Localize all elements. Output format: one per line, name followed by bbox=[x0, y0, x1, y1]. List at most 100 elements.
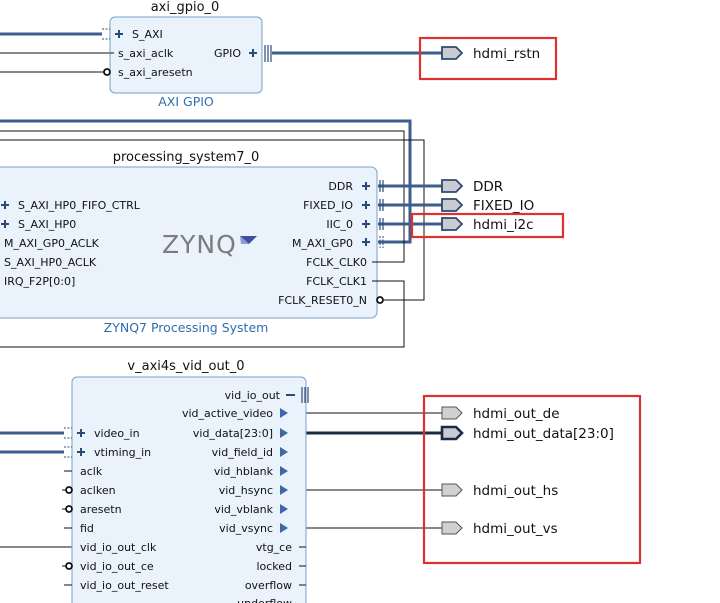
port-name: hdmi_out_data[23:0] bbox=[473, 426, 614, 442]
external-port-hdmi-rstn[interactable]: hdmi_rstn bbox=[441, 46, 540, 62]
port-label: S_AXI bbox=[132, 28, 163, 41]
port-label: M_AXI_GP0 bbox=[292, 237, 353, 250]
net-fclk-clk1[interactable] bbox=[0, 280, 405, 348]
bus-connector-icon bbox=[64, 427, 72, 458]
pentagon-port-icon[interactable] bbox=[441, 521, 463, 535]
port-label: fid bbox=[80, 522, 94, 535]
net-m-axi-gp0[interactable] bbox=[0, 119, 412, 244]
port-label: IIC_0 bbox=[326, 218, 353, 231]
port-label: S_AXI_HP0_FIFO_CTRL bbox=[18, 199, 141, 212]
axi-gpio-instance-name: axi_gpio_0 bbox=[151, 0, 220, 15]
port-label: vtiming_in bbox=[94, 446, 151, 459]
pentagon-port-icon[interactable] bbox=[441, 483, 463, 497]
bus-connector-icon bbox=[264, 45, 272, 62]
plus-icon[interactable] bbox=[362, 182, 370, 190]
external-port-hdmi-out-vs[interactable]: hdmi_out_vs bbox=[441, 521, 558, 537]
highlight-box-hdmi-rstn bbox=[418, 36, 558, 81]
vid-out-body[interactable] bbox=[71, 376, 307, 603]
port-label: FCLK_RESET0_N bbox=[278, 294, 367, 307]
zynq-logo: ZYNQ bbox=[162, 230, 257, 259]
triangle-right-icon[interactable] bbox=[280, 428, 288, 438]
port-label: vid_hsync bbox=[219, 484, 273, 497]
port-name: hdmi_out_de bbox=[473, 406, 560, 422]
plus-icon[interactable] bbox=[1, 220, 9, 228]
port-label: S_AXI_HP0_ACLK bbox=[4, 256, 97, 269]
port-label: S_AXI_HP0 bbox=[18, 218, 76, 231]
port-label: FCLK_CLK0 bbox=[306, 256, 367, 269]
circle-icon[interactable] bbox=[65, 486, 73, 494]
pentagon-port-icon[interactable] bbox=[441, 406, 463, 420]
port-label: FIXED_IO bbox=[303, 199, 353, 212]
axi-gpio-type-label: AXI GPIO bbox=[158, 94, 214, 109]
pentagon-port-icon[interactable] bbox=[441, 179, 464, 193]
port-label: vid_io_out bbox=[225, 389, 281, 402]
triangle-right-icon[interactable] bbox=[280, 447, 288, 457]
pentagon-port-icon[interactable] bbox=[441, 46, 464, 60]
port-label: s_axi_aclk bbox=[118, 47, 174, 60]
port-label: video_in bbox=[94, 427, 140, 440]
external-port-hdmi-out-de[interactable]: hdmi_out_de bbox=[441, 406, 560, 422]
plus-icon[interactable] bbox=[1, 201, 9, 209]
highlight-box-hdmi-out bbox=[422, 394, 642, 565]
port-label: vid_hblank bbox=[214, 465, 274, 478]
circle-icon[interactable] bbox=[65, 505, 73, 513]
highlight-box-hdmi-i2c bbox=[410, 212, 565, 239]
axi-gpio-body[interactable] bbox=[109, 16, 263, 94]
triangle-right-icon[interactable] bbox=[280, 485, 288, 495]
port-label: M_AXI_GP0_ACLK bbox=[4, 237, 100, 250]
port-label: aclk bbox=[80, 465, 103, 478]
vid-out-block[interactable]: v_axi4s_vid_out_0 video_in vtiming_in ac… bbox=[62, 359, 309, 603]
triangle-right-icon[interactable] bbox=[280, 466, 288, 476]
port-label: vid_active_video bbox=[182, 407, 273, 420]
port-name: hdmi_i2c bbox=[473, 217, 534, 233]
pentagon-port-icon[interactable] bbox=[440, 425, 464, 441]
port-label: DDR bbox=[328, 180, 353, 193]
plus-icon[interactable] bbox=[249, 49, 257, 57]
triangle-right-icon[interactable] bbox=[280, 408, 288, 418]
port-label: vid_io_out_ce bbox=[80, 560, 154, 573]
circle-icon[interactable] bbox=[103, 68, 111, 76]
plus-icon[interactable] bbox=[362, 238, 370, 246]
plus-icon[interactable] bbox=[362, 220, 370, 228]
ps7-block[interactable]: processing_system7_0 S_AXI_HP0_FIFO_CTRL… bbox=[0, 150, 384, 335]
port-label: s_axi_aresetn bbox=[118, 66, 193, 79]
port-label: underflow bbox=[237, 597, 292, 603]
port-label: vid_field_id bbox=[212, 446, 273, 459]
vid-out-instance-name: v_axi4s_vid_out_0 bbox=[127, 359, 244, 374]
external-port-ddr[interactable]: DDR bbox=[441, 179, 503, 195]
plus-icon bbox=[115, 30, 123, 38]
port-label: vid_data[23:0] bbox=[193, 427, 273, 440]
ps7-instance-name: processing_system7_0 bbox=[113, 150, 260, 165]
plus-icon[interactable] bbox=[362, 201, 370, 209]
axi-gpio-block[interactable]: axi_gpio_0 S_AXI s_axi_aclk s_axi_areset… bbox=[102, 0, 272, 109]
triangle-right-icon[interactable] bbox=[280, 523, 288, 533]
ps7-body[interactable] bbox=[0, 166, 378, 319]
net-fclk-clk0-loop[interactable] bbox=[0, 130, 405, 263]
s-axi-interface-pin[interactable] bbox=[102, 28, 123, 40]
port-label: locked bbox=[256, 560, 292, 573]
port-label: aclken bbox=[80, 484, 116, 497]
bus-connector-icon bbox=[379, 180, 384, 248]
external-port-hdmi-out-hs[interactable]: hdmi_out_hs bbox=[441, 483, 558, 499]
port-name: hdmi_out_vs bbox=[473, 521, 558, 537]
port-label: vid_io_out_reset bbox=[80, 579, 169, 592]
ps7-type-label: ZYNQ7 Processing System bbox=[104, 320, 269, 335]
external-port-hdmi-out-data[interactable]: hdmi_out_data[23:0] bbox=[440, 425, 614, 442]
port-label: vid_vsync bbox=[219, 522, 273, 535]
circle-icon[interactable] bbox=[376, 296, 384, 304]
port-name: FIXED_IO bbox=[473, 198, 534, 214]
port-label: overflow bbox=[245, 579, 292, 592]
pentagon-port-icon[interactable] bbox=[441, 198, 464, 212]
pentagon-port-icon[interactable] bbox=[441, 217, 464, 231]
external-port-fixed-io[interactable]: FIXED_IO bbox=[441, 198, 534, 214]
port-label: vtg_ce bbox=[256, 541, 292, 554]
port-name: hdmi_rstn bbox=[473, 46, 540, 62]
port-name: DDR bbox=[473, 179, 503, 195]
triangle-right-icon[interactable] bbox=[280, 504, 288, 514]
plus-icon[interactable] bbox=[77, 429, 85, 437]
plus-icon[interactable] bbox=[77, 448, 85, 456]
external-port-hdmi-i2c[interactable]: hdmi_i2c bbox=[441, 217, 534, 233]
port-label: vid_io_out_clk bbox=[80, 541, 157, 554]
circle-icon[interactable] bbox=[65, 562, 73, 570]
